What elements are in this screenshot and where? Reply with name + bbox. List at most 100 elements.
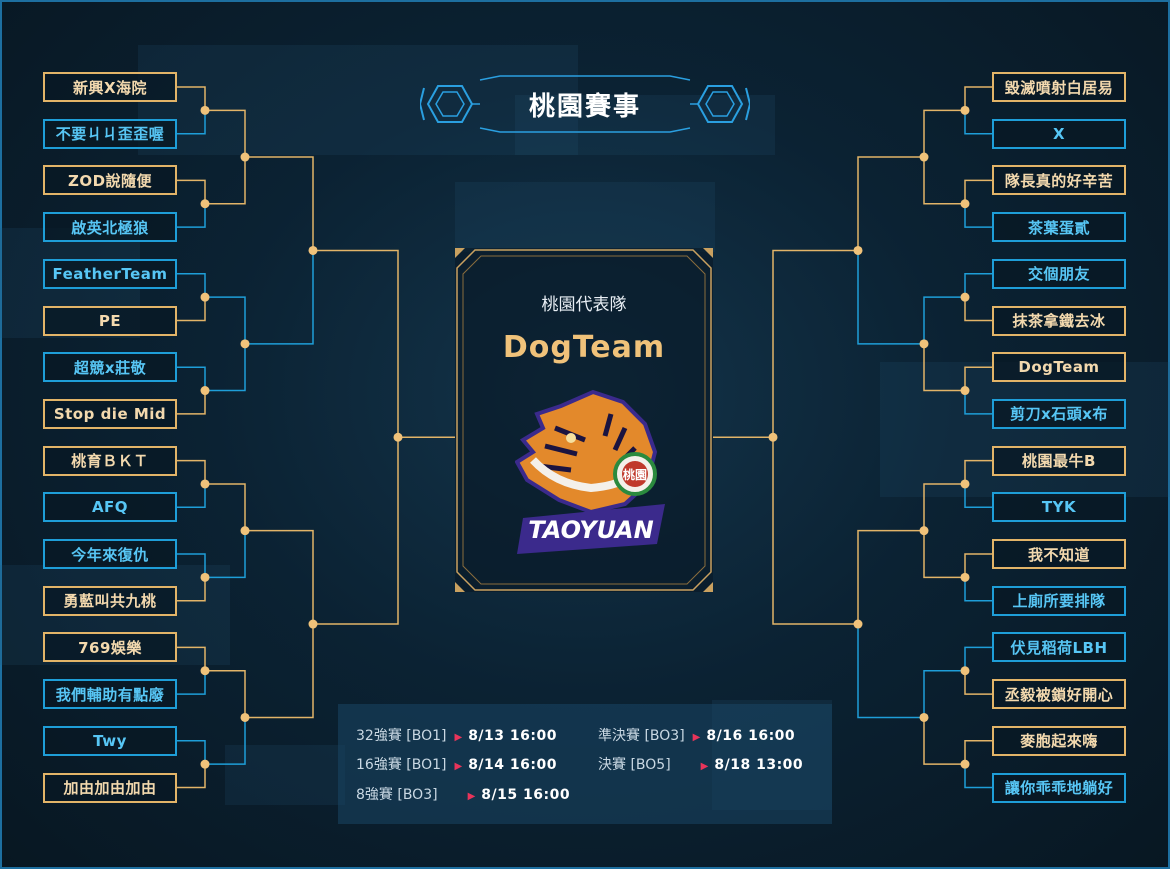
bracket-connector — [923, 157, 965, 205]
left-team-slot: PE — [43, 305, 177, 336]
bracket-node — [240, 339, 250, 349]
bracket-connector — [205, 483, 246, 531]
left-team-slot: 加由加由加由 — [43, 772, 177, 803]
bracket-connector — [964, 740, 992, 765]
schedule-row: 準決賽 [BO3]▶8/16 16:00 — [598, 728, 796, 744]
bracket-connector — [177, 390, 206, 415]
bracket-connector — [177, 297, 206, 322]
bracket-node — [240, 712, 250, 722]
bracket-connector — [177, 459, 206, 484]
bracket-connector — [964, 553, 992, 578]
bracket-connector — [245, 156, 314, 251]
bracket-connector — [964, 273, 992, 298]
right-team-slot: 麥胞起來嗨 — [992, 725, 1126, 756]
bracket-connector — [313, 249, 399, 438]
tiger-logo-icon: 桃園 TAOYUAN — [515, 389, 665, 554]
bracket-node — [919, 526, 929, 536]
title-banner: 桃園賽事 — [420, 74, 750, 134]
bracket-node — [853, 245, 863, 255]
bracket-node — [960, 479, 970, 489]
right-team-slot: TYK — [992, 492, 1126, 523]
right-team-slot: 上廁所要排隊 — [992, 585, 1126, 616]
bracket-connector — [177, 577, 206, 602]
champion-team: DogTeam — [502, 330, 666, 365]
page-title: 桃園賽事 — [528, 91, 641, 122]
bracket-connector — [923, 670, 965, 718]
left-team-slot: 勇藍叫共九桃 — [43, 585, 177, 616]
right-team-slot: 我不知道 — [992, 539, 1126, 569]
bracket-connector — [205, 157, 246, 205]
bracket-connector — [923, 483, 965, 531]
left-team-slot: 769娛樂 — [43, 632, 177, 663]
bracket-connector — [177, 179, 206, 204]
bracket-connector — [205, 343, 246, 392]
bracket-connector — [205, 109, 246, 158]
arrow-icon: ▶ — [692, 732, 701, 743]
right-team-slot: 抹茶拿鐵去冰 — [992, 305, 1126, 336]
bracket-node — [200, 759, 210, 769]
bracket-node — [960, 199, 970, 209]
bracket-connector — [177, 273, 206, 298]
right-team-slot: X — [992, 118, 1126, 149]
bracket-node — [308, 245, 318, 255]
right-team-slot: DogTeam — [992, 352, 1126, 383]
schedule-row: 32強賽 [BO1]▶8/13 16:00 — [356, 728, 557, 744]
bracket-connector — [245, 250, 314, 345]
bracket-connector — [857, 529, 924, 625]
right-team-slot: 丞毅被鎖好開心 — [992, 679, 1126, 710]
bracket-connector — [964, 203, 992, 228]
bracket-node — [960, 759, 970, 769]
bracket-connector — [923, 343, 965, 392]
right-team-slot: 桃園最牛B — [992, 445, 1126, 476]
bracket-node — [240, 152, 250, 162]
bracket-connector — [964, 390, 992, 415]
bracket-node — [200, 292, 210, 302]
bracket-connector — [923, 530, 965, 579]
bracket-connector — [964, 646, 992, 671]
bracket-node — [393, 432, 403, 442]
left-team-slot: 桃育ＢＫＴ — [43, 445, 177, 476]
bracket-node — [308, 619, 318, 629]
bracket-connector — [923, 717, 965, 765]
bracket-connector — [964, 577, 992, 602]
bracket-connector — [964, 483, 992, 509]
bracket-connector — [923, 296, 965, 344]
bracket-connector — [177, 86, 206, 111]
schedule-row: 16強賽 [BO1]▶8/14 16:00 — [356, 757, 557, 773]
right-team-slot: 交個朋友 — [992, 258, 1126, 289]
bracket-connector — [177, 764, 206, 789]
bracket-node — [960, 292, 970, 302]
right-team-slot: 伏見稻荷LBH — [992, 632, 1126, 663]
bracket-node — [200, 572, 210, 582]
bracket-connector — [964, 86, 992, 111]
bracket-node — [960, 666, 970, 676]
bracket-connector — [205, 530, 246, 579]
bracket-node — [919, 152, 929, 162]
bracket-node — [853, 619, 863, 629]
champion-label: 桃園代表隊 — [541, 295, 627, 315]
bracket-node — [200, 199, 210, 209]
bracket-connector — [177, 553, 206, 578]
bracket-node — [960, 105, 970, 115]
bracket-connector — [245, 624, 314, 719]
bracket-connector — [177, 740, 206, 765]
left-team-slot: 今年來復仇 — [43, 539, 177, 569]
bracket-node — [200, 386, 210, 396]
taoyuan-wordmark: TAOYUAN — [528, 516, 653, 544]
bracket-connector — [177, 483, 206, 509]
schedule-row: 決賽 [BO5]▶8/18 13:00 — [598, 757, 804, 773]
bracket-node — [200, 666, 210, 676]
left-team-slot: Stop die Mid — [43, 398, 177, 429]
bracket-connector — [857, 250, 924, 345]
right-team-slot: 茶葉蛋貳 — [992, 212, 1126, 243]
bracket-node — [200, 479, 210, 489]
bracket-connector — [313, 437, 399, 625]
arrow-icon: ▶ — [454, 761, 463, 772]
bracket-connector — [177, 203, 206, 228]
bracket-node — [919, 712, 929, 722]
bracket-node — [768, 432, 778, 442]
bracket-connector — [964, 297, 992, 322]
arrow-icon: ▶ — [467, 791, 476, 802]
bracket-node — [960, 386, 970, 396]
